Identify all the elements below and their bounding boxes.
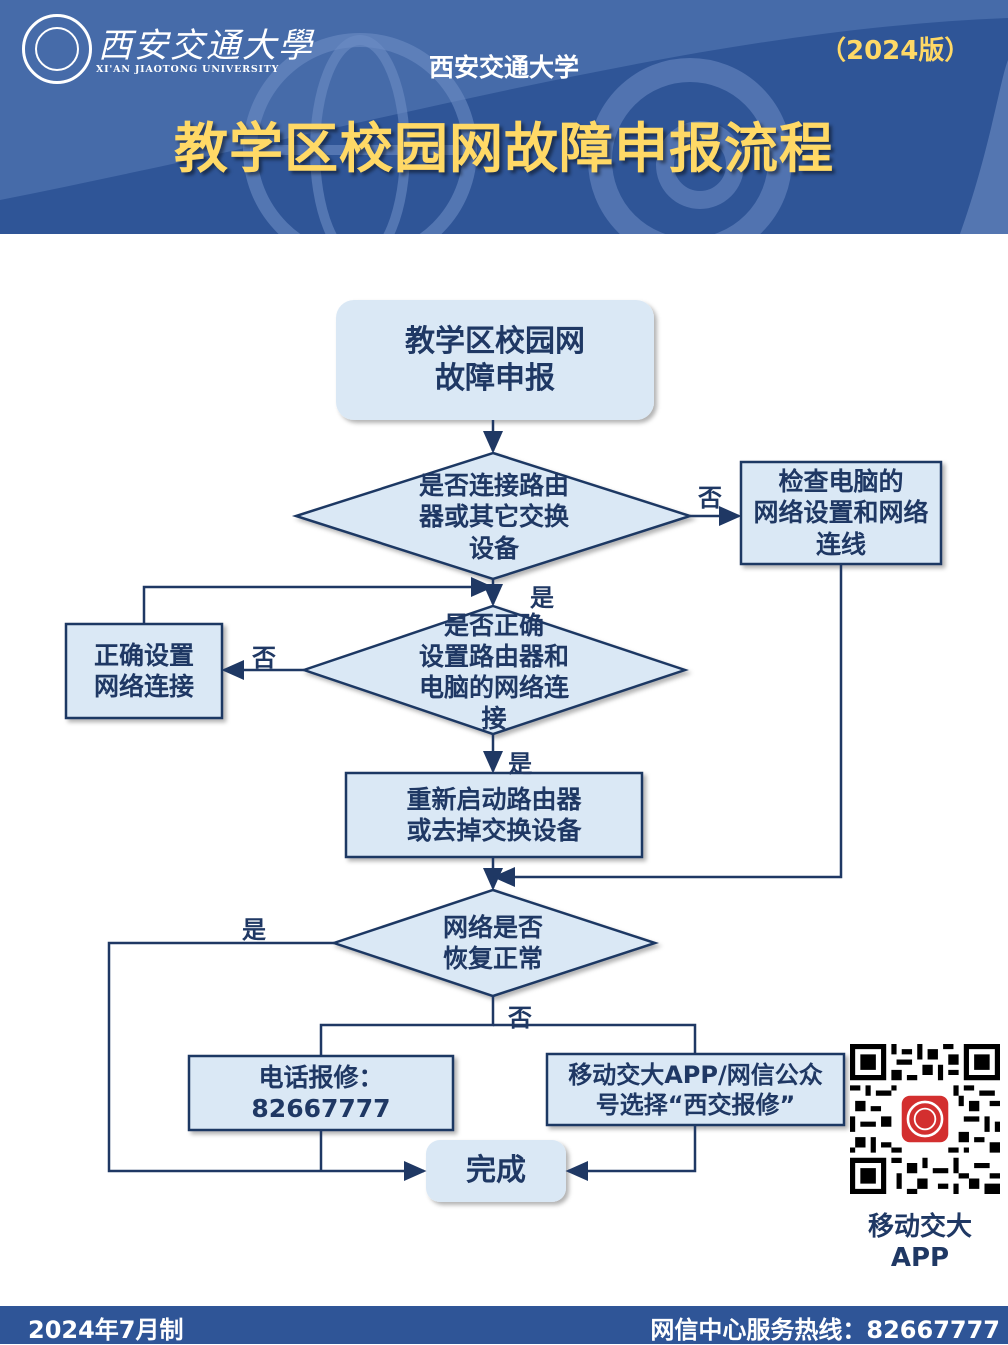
app-logo-seal bbox=[906, 1100, 944, 1138]
qr-caption: 移动交大 APP bbox=[867, 1212, 972, 1274]
header-banner: 西安交通大學 XI'AN JIAOTONG UNIVERSITY 西安交通大学 … bbox=[0, 0, 1008, 234]
header-background bbox=[0, 0, 1008, 234]
edge-app-to-done bbox=[565, 1125, 697, 1181]
university-name: 西安交通大学 bbox=[428, 53, 579, 82]
restart-label: 重新启动路由器 或去掉交换设备 bbox=[406, 784, 582, 845]
logo-chinese-name: 西安交通大學 bbox=[98, 26, 314, 66]
edge-no-to-phone bbox=[319, 996, 495, 1056]
fix-config-label: 正确设置 网络连接 bbox=[93, 640, 194, 701]
edge-fix-back bbox=[142, 577, 494, 624]
phone-repair-node bbox=[187, 1054, 455, 1132]
label-no-1: 否 bbox=[698, 484, 722, 512]
app-repair-label: 移动交大APP/网信公众 号选择“西交报修” bbox=[568, 1060, 823, 1119]
page-title: 教学区校园网故障申报流程 bbox=[174, 117, 834, 180]
logo-english-name: XI'AN JIAOTONG UNIVERSITY bbox=[96, 64, 280, 75]
restart-node bbox=[344, 771, 644, 859]
decision-config-label: 是否正确 设置路由器和 电脑的网络连 接 bbox=[418, 610, 569, 734]
university-seal-logo bbox=[22, 14, 92, 84]
label-yes-2: 是 bbox=[508, 750, 532, 778]
done-node bbox=[426, 1140, 566, 1202]
decision-connected-label: 是否连接路由 器或其它交换 设备 bbox=[418, 471, 569, 563]
edition-label: （2024版） bbox=[820, 36, 971, 66]
fix-config-node bbox=[64, 622, 224, 720]
at-sign-inner bbox=[656, 121, 744, 209]
app-logo-seal-inner bbox=[913, 1107, 937, 1131]
label-no-2: 否 bbox=[252, 644, 276, 672]
qr-code[interactable] bbox=[850, 1044, 1000, 1194]
app-repair-node bbox=[545, 1052, 846, 1127]
start-node-label: 教学区校园网 故障申报 bbox=[405, 323, 585, 397]
edge-no-to-app bbox=[493, 1023, 697, 1054]
edge-yes-to-done bbox=[107, 941, 427, 1181]
qr-modules bbox=[850, 1044, 1000, 1194]
footer-bar: 2024年7月制 网信中心服务热线：82667777 bbox=[0, 1306, 1008, 1344]
header-corner-swoosh bbox=[960, 60, 1008, 234]
decision-restored-label: 网络是否 恢复正常 bbox=[442, 912, 543, 973]
header-swoosh bbox=[0, 0, 1008, 200]
edge-check-pc-to-restored bbox=[492, 564, 843, 887]
seal-inner-ring bbox=[35, 27, 79, 71]
check-pc-node bbox=[739, 460, 943, 566]
label-yes-3: 是 bbox=[242, 916, 266, 944]
start-node bbox=[336, 300, 654, 420]
at-sign-icon bbox=[588, 58, 792, 234]
label-yes-1: 是 bbox=[530, 584, 554, 612]
check-pc-label: 检查电脑的 网络设置和网络 连线 bbox=[753, 467, 929, 559]
footer-date: 2024年7月制 bbox=[28, 1316, 184, 1344]
phone-repair-label: 电话报修： 82667777 bbox=[251, 1062, 391, 1123]
footer-hotline: 网信中心服务热线：82667777 bbox=[650, 1316, 1000, 1344]
done-label: 完成 bbox=[466, 1153, 526, 1189]
label-no-3: 否 bbox=[508, 1004, 532, 1032]
